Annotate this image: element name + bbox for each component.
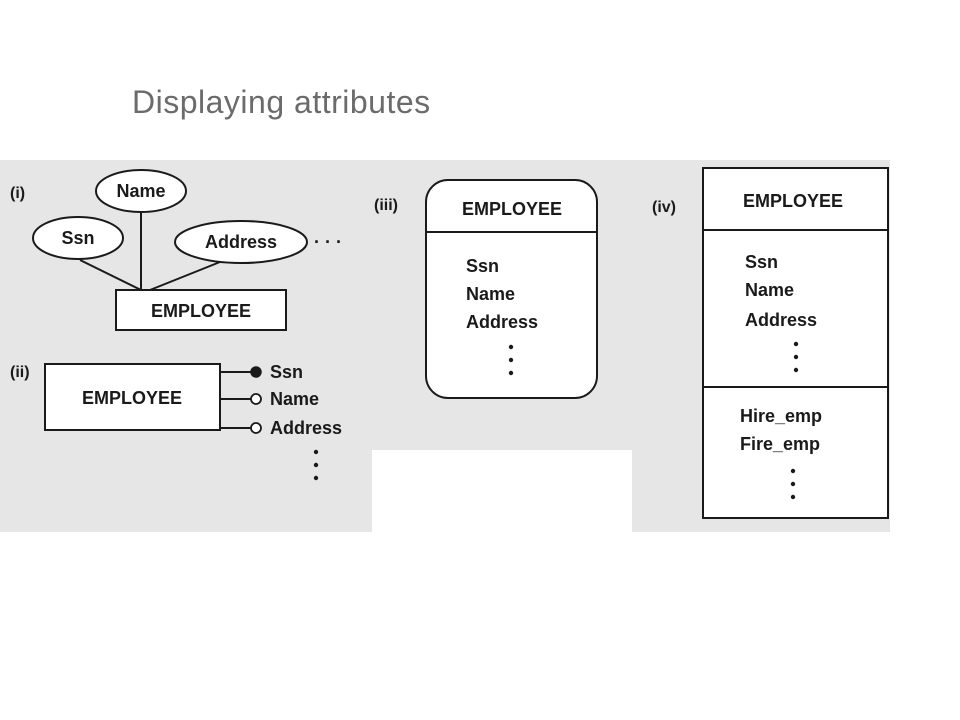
iv-attr-vertical-ellipsis [793, 341, 799, 373]
ii-vertical-ellipsis [313, 449, 319, 481]
name-lollipop-label: Name [270, 389, 319, 409]
entity-box-ii [44, 363, 221, 431]
ssn-key-dot [250, 366, 262, 378]
iv-attr-name: Name [745, 280, 794, 300]
panel-iii-label: (iii) [374, 197, 398, 214]
name-attribute-label: Name [116, 181, 165, 201]
entity-box-i [115, 289, 287, 331]
entity-label-ii: EMPLOYEE [82, 388, 182, 408]
iv-op-hire-emp: Hire_emp [740, 406, 822, 426]
iii-attr-name: Name [466, 284, 515, 304]
panel-i-label: (i) [10, 185, 25, 202]
iii-attr-ssn: Ssn [466, 256, 499, 276]
address-attribute-label: Address [205, 232, 277, 252]
address-attribute-ellipse [174, 220, 308, 264]
entity-box-iii [425, 179, 598, 399]
entity-label-iv: EMPLOYEE [743, 191, 843, 211]
entity-box-iv [702, 167, 889, 519]
name-attribute-ellipse [95, 169, 187, 213]
iii-attr-address: Address [466, 312, 538, 332]
panel-i: (i) Name Ssn Address · · · EMPLOYEE [10, 169, 342, 331]
more-attributes-ellipsis: · · · [314, 232, 342, 252]
entity-label-i: EMPLOYEE [151, 301, 251, 321]
iv-op-fire-emp: Fire_emp [740, 434, 820, 454]
slide-title: Displaying attributes [132, 84, 431, 120]
address-connector [149, 261, 221, 291]
entity-label-iii: EMPLOYEE [462, 199, 562, 219]
ssn-lollipop-label: Ssn [270, 362, 303, 382]
iv-attr-ssn: Ssn [745, 252, 778, 272]
address-lollipop-label: Address [270, 418, 342, 438]
panel-ii: (ii) EMPLOYEE Ssn Name Address [10, 362, 342, 481]
panel-iv-label: (iv) [652, 199, 676, 216]
panel-iii: (iii) EMPLOYEE Ssn Name Address [374, 179, 598, 399]
address-lollipop-dot [250, 422, 262, 434]
name-lollipop-dot [250, 393, 262, 405]
ssn-attribute-ellipse [32, 216, 124, 260]
ssn-attribute-label: Ssn [61, 228, 94, 248]
iv-attr-address: Address [745, 310, 817, 330]
panel-ii-label: (ii) [10, 364, 30, 381]
ssn-connector [79, 259, 142, 291]
iv-op-vertical-ellipsis [790, 468, 796, 500]
iii-vertical-ellipsis [508, 344, 514, 376]
panel-iv: (iv) EMPLOYEE Ssn Name Address Hire_emp … [652, 167, 889, 519]
